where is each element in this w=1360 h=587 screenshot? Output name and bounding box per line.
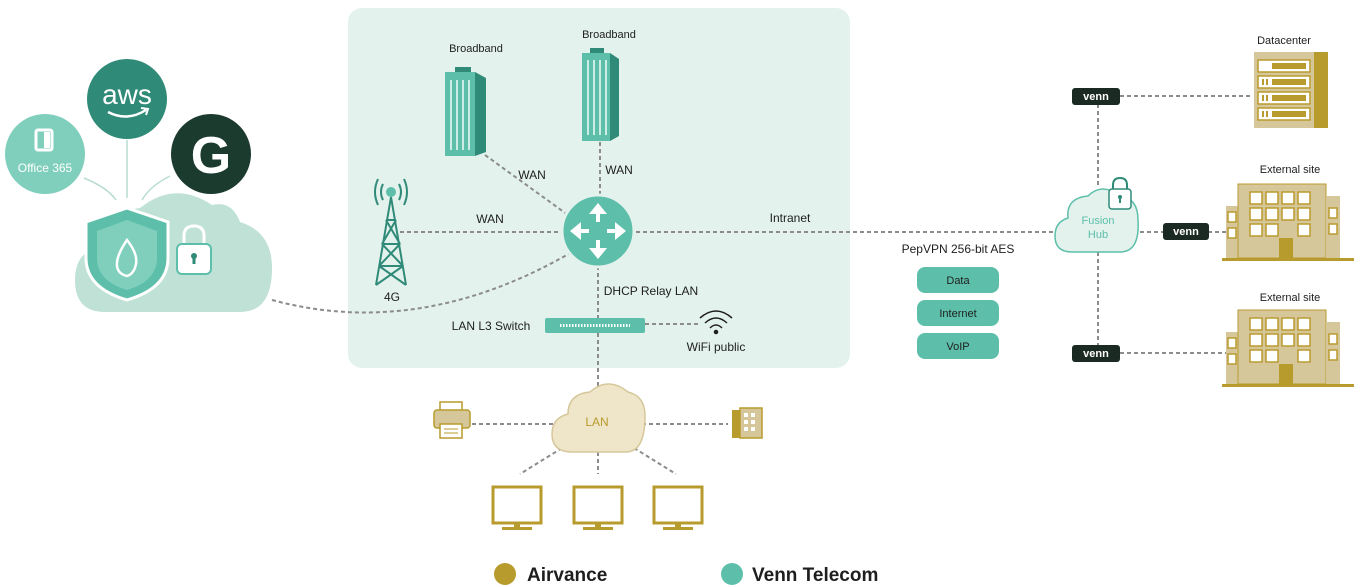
venn-tag-site2: venn <box>1072 345 1120 362</box>
service-pill-data: Data <box>917 267 999 293</box>
dhcp-label: DHCP Relay LAN <box>604 284 698 298</box>
venn-tag-site1: venn <box>1163 223 1209 240</box>
legend-item-airvance: Airvance <box>494 563 607 586</box>
lan-label: LAN <box>585 415 608 429</box>
venn-tag-datacenter: venn <box>1072 88 1120 105</box>
legend: Airvance Venn Telecom <box>494 563 878 586</box>
cell-tower-icon <box>374 178 408 286</box>
wifi-label: WiFi public <box>687 340 746 354</box>
external-site-2-label: External site <box>1260 292 1321 304</box>
wifi-icon <box>699 310 733 335</box>
broadband-building-right <box>582 48 619 141</box>
printer-icon <box>433 401 471 439</box>
fusion-label-line2: Hub <box>1088 229 1108 241</box>
wan-4g-label: WAN <box>476 212 504 226</box>
lan-cloud <box>551 383 646 453</box>
wan-right-label: WAN <box>605 163 633 177</box>
svg-text:venn: venn <box>1173 226 1199 238</box>
svg-text:venn: venn <box>1083 91 1109 103</box>
switch-icon <box>545 318 645 333</box>
datacenter-icon <box>1254 52 1328 128</box>
google-text: G <box>191 127 231 185</box>
external-site-building-1 <box>1222 183 1354 261</box>
google-logo: G <box>171 114 251 194</box>
svg-text:venn: venn <box>1083 348 1109 360</box>
broadband-right-label: Broadband <box>582 29 636 41</box>
phone-icon <box>732 407 763 439</box>
service-pill-voip: VoIP <box>917 333 999 359</box>
fusion-hub-cloud <box>1054 176 1139 253</box>
broadband-left-label: Broadband <box>449 43 503 55</box>
svg-text:Data: Data <box>946 275 970 287</box>
broadband-building-left <box>445 67 486 156</box>
monitor-icon-1 <box>491 485 543 530</box>
fusion-label-line1: Fusion <box>1081 215 1114 227</box>
router-icon <box>560 193 636 269</box>
flame-icon <box>115 237 138 278</box>
tower-label: 4G <box>384 290 400 304</box>
aws-logo: aws <box>87 59 167 139</box>
monitor-icon-3 <box>652 485 704 530</box>
service-pill-internet: Internet <box>917 300 999 326</box>
aws-text: aws <box>102 79 152 110</box>
legend-label-venn: Venn Telecom <box>752 565 878 586</box>
svg-text:VoIP: VoIP <box>946 341 969 353</box>
switch-label: LAN L3 Switch <box>452 319 531 333</box>
legend-item-venn: Venn Telecom <box>721 563 878 586</box>
external-site-1-label: External site <box>1260 164 1321 176</box>
connections <box>83 95 1250 475</box>
hub-lock-icon <box>1108 176 1132 210</box>
wan-left-label: WAN <box>518 168 546 182</box>
office365-logo: Office 365 <box>5 114 85 194</box>
external-site-building-2 <box>1222 309 1354 387</box>
vpn-label: PepVPN 256-bit AES <box>902 242 1015 256</box>
legend-label-airvance: Airvance <box>527 565 607 586</box>
datacenter-label: Datacenter <box>1257 35 1311 47</box>
intranet-label: Intranet <box>770 211 811 225</box>
cloud-security <box>75 193 272 312</box>
monitor-icon-2 <box>572 485 624 530</box>
svg-text:Internet: Internet <box>939 308 976 320</box>
office365-text: Office 365 <box>18 161 73 175</box>
lock-icon <box>176 224 212 275</box>
